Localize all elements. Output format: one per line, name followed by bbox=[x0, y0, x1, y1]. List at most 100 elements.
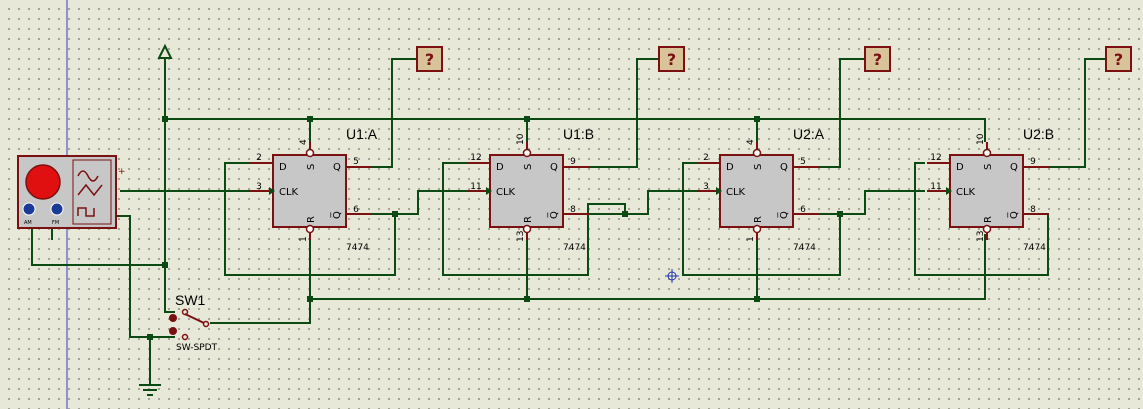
fm-knob-icon[interactable] bbox=[50, 202, 64, 216]
q-pin-number: 5 bbox=[353, 157, 359, 167]
qn-pin-number: 8 bbox=[1030, 205, 1036, 215]
crosshair-cursor-icon bbox=[665, 269, 679, 283]
chip-ref-label: U1:A bbox=[346, 126, 378, 142]
q-signal-label: Q bbox=[1010, 162, 1018, 173]
chip-ref-label: U1:B bbox=[563, 126, 594, 142]
clock-triangle-icon bbox=[269, 187, 275, 195]
qn-signal-label: Q̅ bbox=[547, 211, 560, 219]
probe-state-label: ? bbox=[667, 50, 676, 69]
clock-triangle-icon bbox=[946, 187, 952, 195]
switch-lever[interactable] bbox=[184, 313, 205, 324]
qn-pin-number: 6 bbox=[800, 205, 806, 215]
d-pin-number: 12 bbox=[930, 153, 941, 163]
signal-generator[interactable]: AM FM + - bbox=[17, 155, 126, 229]
clock-triangle-icon bbox=[716, 187, 722, 195]
reset-bubble-icon bbox=[522, 224, 532, 234]
wires bbox=[31, 58, 1106, 384]
chip-model-label: 7474 bbox=[346, 243, 369, 253]
logic-probes: ???? bbox=[416, 46, 1132, 72]
flip-flop-body[interactable] bbox=[949, 154, 1024, 228]
d-pin-number: 2 bbox=[256, 153, 262, 163]
r-signal-label: R bbox=[983, 216, 994, 223]
clk-signal-label: CLK bbox=[496, 187, 516, 198]
reset-bubble-icon bbox=[752, 224, 762, 234]
s-signal-label: S bbox=[753, 164, 764, 170]
set-bubble-icon bbox=[982, 148, 992, 158]
s-pin-number: 10 bbox=[976, 133, 986, 145]
power-terminal-icon[interactable] bbox=[157, 43, 173, 59]
r-pin-number: 13 bbox=[976, 231, 986, 242]
r-signal-label: R bbox=[753, 216, 764, 223]
d-signal-label: D bbox=[279, 162, 287, 173]
qn-signal-label: Q̅ bbox=[777, 211, 790, 219]
q-pin-number: 5 bbox=[800, 157, 806, 167]
q-signal-label: Q bbox=[550, 162, 558, 173]
clk-signal-label: CLK bbox=[279, 187, 299, 198]
switch-ref-label: SW1 bbox=[175, 292, 206, 308]
chip-model-label: 7474 bbox=[563, 243, 586, 253]
s-signal-label: S bbox=[306, 164, 317, 170]
chip-model-label: 7474 bbox=[1023, 243, 1046, 253]
logic-probe-1[interactable]: ? bbox=[416, 46, 443, 72]
chip-model-label: 7474 bbox=[793, 243, 816, 253]
s-signal-label: S bbox=[523, 164, 534, 170]
chip-ref-label: U2:A bbox=[793, 126, 825, 142]
r-signal-label: R bbox=[523, 216, 534, 223]
svg-text:+: + bbox=[118, 167, 126, 177]
probe-state-label: ? bbox=[1114, 50, 1123, 69]
set-bubble-icon bbox=[752, 148, 762, 158]
s-pin-number: 4 bbox=[746, 139, 756, 145]
clk-pin-number: 11 bbox=[930, 182, 941, 192]
qn-pin-number: 8 bbox=[570, 205, 576, 215]
s-signal-label: S bbox=[983, 164, 994, 170]
clk-signal-label: CLK bbox=[956, 187, 976, 198]
probe-box[interactable] bbox=[416, 46, 443, 72]
q-pin-number: 9 bbox=[570, 157, 576, 167]
reset-bus bbox=[310, 234, 986, 300]
probe-box[interactable] bbox=[864, 46, 891, 72]
r-pin-number: 13 bbox=[516, 231, 526, 242]
probe-box[interactable] bbox=[658, 46, 685, 72]
flip-flop-body[interactable] bbox=[489, 154, 564, 228]
qn-signal-label: Q̅ bbox=[330, 211, 343, 219]
clk-pin-number: 11 bbox=[470, 182, 481, 192]
set-bubble-icon bbox=[305, 148, 315, 158]
am-label: AM bbox=[24, 220, 32, 226]
probe-state-label: ? bbox=[873, 50, 882, 69]
switch-sw1[interactable]: SW1 SW-SPDT bbox=[169, 292, 218, 353]
reset-bubble-icon bbox=[982, 224, 992, 234]
ground-icon[interactable] bbox=[139, 384, 161, 396]
r-pin-number: 1 bbox=[746, 236, 756, 242]
flip-flops: D CLK Q S R Q̅ 2 3 5 6 4 1 U1:A 7474 D CLK Q S R Q̅ 12 11 9 8 10… bbox=[250, 126, 1054, 253]
clock-triangle-icon bbox=[486, 187, 492, 195]
junctions bbox=[147, 116, 843, 340]
d-signal-label: D bbox=[496, 162, 504, 173]
preset-bus bbox=[165, 118, 986, 142]
r-signal-label: R bbox=[306, 216, 317, 223]
q-signal-label: Q bbox=[780, 162, 788, 173]
logic-probe-4[interactable]: ? bbox=[1105, 46, 1132, 72]
am-knob-icon[interactable] bbox=[22, 202, 36, 216]
s-pin-number: 4 bbox=[299, 139, 309, 145]
probe-box[interactable] bbox=[1105, 46, 1132, 72]
d-signal-label: D bbox=[726, 162, 734, 173]
amplitude-knob-icon[interactable] bbox=[25, 164, 61, 200]
d-pin-number: 12 bbox=[470, 153, 481, 163]
reset-bubble-icon bbox=[305, 224, 315, 234]
fm-label: FM bbox=[52, 220, 59, 226]
logic-probe-2[interactable]: ? bbox=[658, 46, 685, 72]
switch-model-label: SW-SPDT bbox=[176, 343, 218, 353]
set-bubble-icon bbox=[522, 148, 532, 158]
logic-probe-3[interactable]: ? bbox=[864, 46, 891, 72]
chip-ref-label: U2:B bbox=[1023, 126, 1054, 142]
clk-signal-label: CLK bbox=[726, 187, 746, 198]
r-pin-number: 1 bbox=[299, 236, 309, 242]
svg-text:-: - bbox=[118, 211, 121, 221]
clk-pin-number: 3 bbox=[256, 182, 262, 192]
